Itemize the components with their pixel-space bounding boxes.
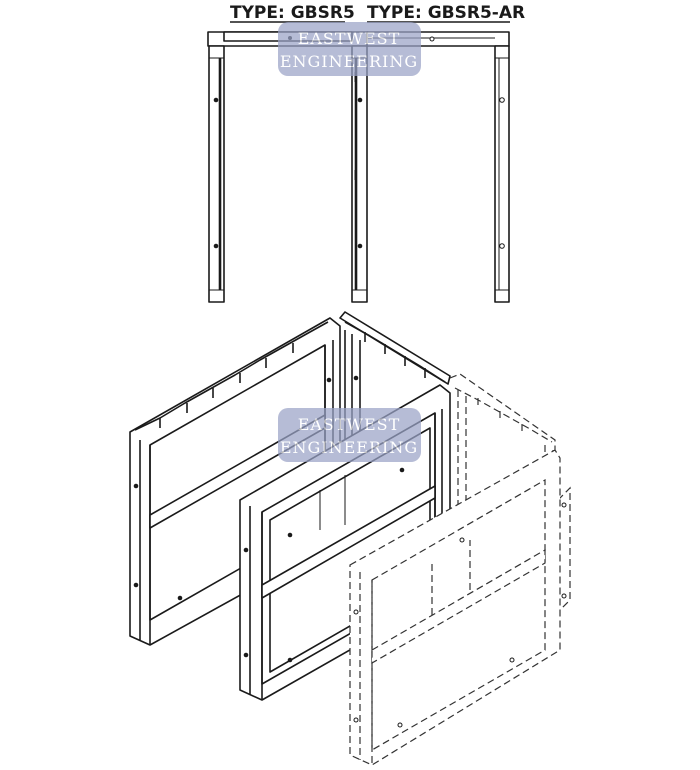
watermark-top-line1: EASTWEST bbox=[298, 29, 401, 48]
side-frame-top-rail bbox=[339, 311, 451, 385]
front-elevation-view: TYPE: GBSR5 TYPE: GBSR5-AR bbox=[207, 3, 525, 303]
gbsr5-left-hole-upper bbox=[213, 97, 219, 103]
watermark-top-line2: ENGINEERING bbox=[280, 52, 418, 71]
gbsr5-ar-right-leg bbox=[494, 45, 510, 303]
optional-front-opening bbox=[371, 478, 546, 752]
optional-ar-frame bbox=[349, 373, 571, 766]
gbsr5-left-leg bbox=[208, 45, 225, 303]
isometric-view bbox=[129, 311, 571, 766]
optional-middle-rail bbox=[371, 548, 546, 665]
front-frame-middle-rail bbox=[261, 485, 436, 599]
gbsr5-right-hole-lower bbox=[357, 243, 363, 249]
watermark-top: EASTWEST ENGINEERING bbox=[278, 22, 421, 76]
watermark-middle-box bbox=[278, 408, 421, 462]
gbsr5-right-hole-upper bbox=[357, 97, 363, 103]
watermark-top-box bbox=[278, 22, 421, 76]
gbsr5-ar-hole-upper bbox=[499, 97, 505, 103]
watermark-middle-line2: ENGINEERING bbox=[280, 438, 418, 457]
gbsr5-ar-hole-lower bbox=[499, 243, 505, 249]
optional-side-bracket bbox=[557, 486, 571, 614]
label-type-gbsr5-ar: TYPE: GBSR5-AR bbox=[367, 3, 525, 23]
gbsr5-ar-top-hole bbox=[429, 36, 435, 42]
label-type-gbsr5: TYPE: GBSR5 bbox=[230, 3, 355, 23]
watermark-middle: EASTWEST ENGINEERING bbox=[278, 408, 421, 462]
watermark-middle-line1: EASTWEST bbox=[298, 415, 401, 434]
gbsr5-left-hole-lower bbox=[213, 243, 219, 249]
gbsr5-right-leg bbox=[351, 45, 368, 303]
